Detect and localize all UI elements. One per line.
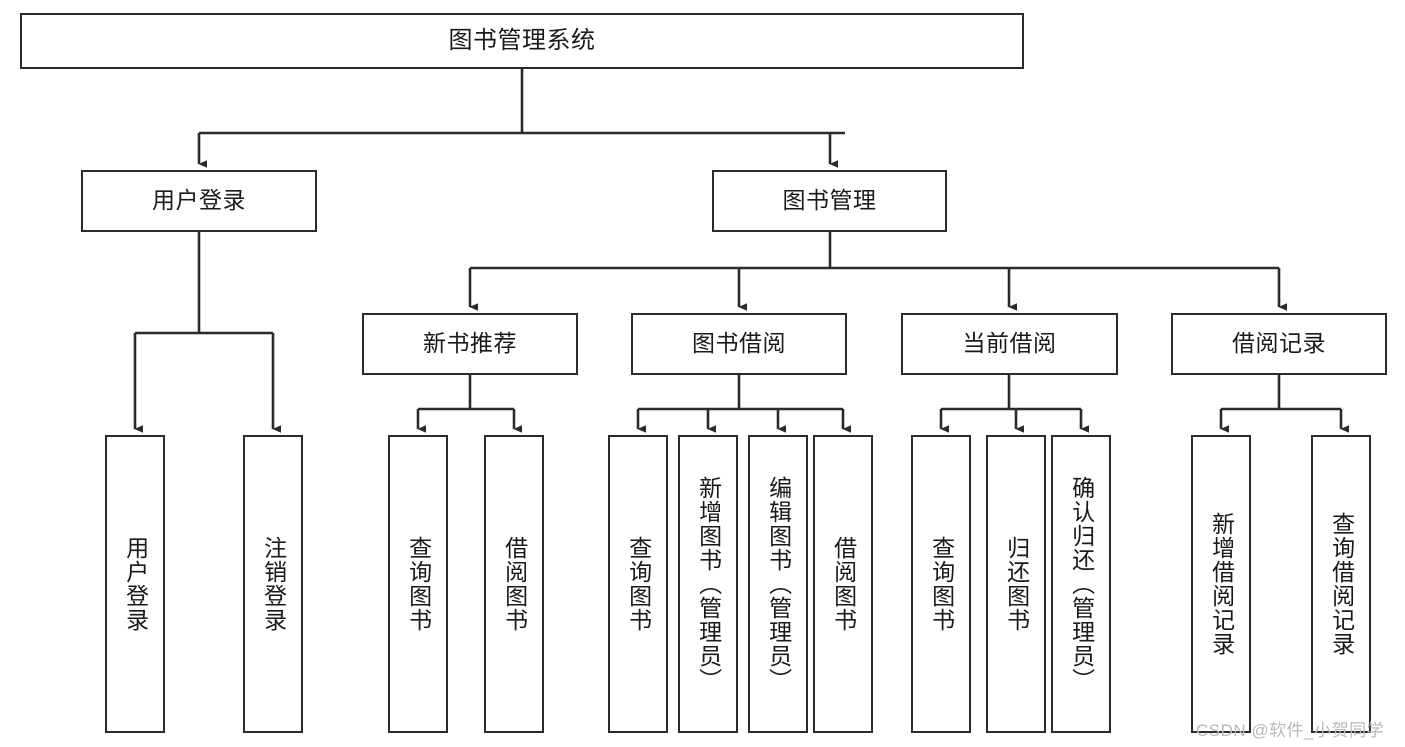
leaf-edit-book-admin[interactable]: 编辑图书（管理员）	[748, 435, 808, 733]
node-book-borrow[interactable]: 图书借阅	[631, 313, 847, 375]
leaf-query-book-3[interactable]: 查询图书	[911, 435, 971, 733]
leaf-user-logout[interactable]: 注销登录	[243, 435, 303, 733]
leaf-query-book-2[interactable]: 查询图书	[608, 435, 668, 733]
node-root-system[interactable]: 图书管理系统	[20, 13, 1024, 69]
leaf-label: 查询图书	[405, 536, 432, 632]
leaf-label: 确认归还（管理员）	[1068, 476, 1095, 692]
leaf-label: 用户登录	[122, 536, 149, 632]
leaf-query-book-1[interactable]: 查询图书	[388, 435, 448, 733]
leaf-borrow-book-1[interactable]: 借阅图书	[484, 435, 544, 733]
leaf-return-book[interactable]: 归还图书	[986, 435, 1046, 733]
leaf-user-login[interactable]: 用户登录	[105, 435, 165, 733]
leaf-label: 归还图书	[1003, 536, 1030, 632]
leaf-label: 新增借阅记录	[1208, 512, 1235, 656]
leaf-label: 查询图书	[928, 536, 955, 632]
node-book-manage[interactable]: 图书管理	[712, 170, 947, 232]
leaf-label: 借阅图书	[501, 536, 528, 632]
node-new-book-recommend[interactable]: 新书推荐	[362, 313, 578, 375]
leaf-borrow-book-2[interactable]: 借阅图书	[813, 435, 873, 733]
node-borrow-record[interactable]: 借阅记录	[1171, 313, 1387, 375]
leaf-confirm-return-admin[interactable]: 确认归还（管理员）	[1051, 435, 1111, 733]
leaf-label: 注销登录	[260, 536, 287, 632]
leaf-label: 查询图书	[625, 536, 652, 632]
leaf-label: 新增图书（管理员）	[695, 476, 722, 692]
leaf-label: 查询借阅记录	[1328, 512, 1355, 656]
leaf-add-book-admin[interactable]: 新增图书（管理员）	[678, 435, 738, 733]
leaf-label: 借阅图书	[830, 536, 857, 632]
node-user-login[interactable]: 用户登录	[81, 170, 317, 232]
leaf-label: 编辑图书（管理员）	[765, 476, 792, 692]
leaf-query-borrow-record[interactable]: 查询借阅记录	[1311, 435, 1371, 733]
leaf-add-borrow-record[interactable]: 新增借阅记录	[1191, 435, 1251, 733]
node-current-borrow[interactable]: 当前借阅	[901, 313, 1118, 375]
